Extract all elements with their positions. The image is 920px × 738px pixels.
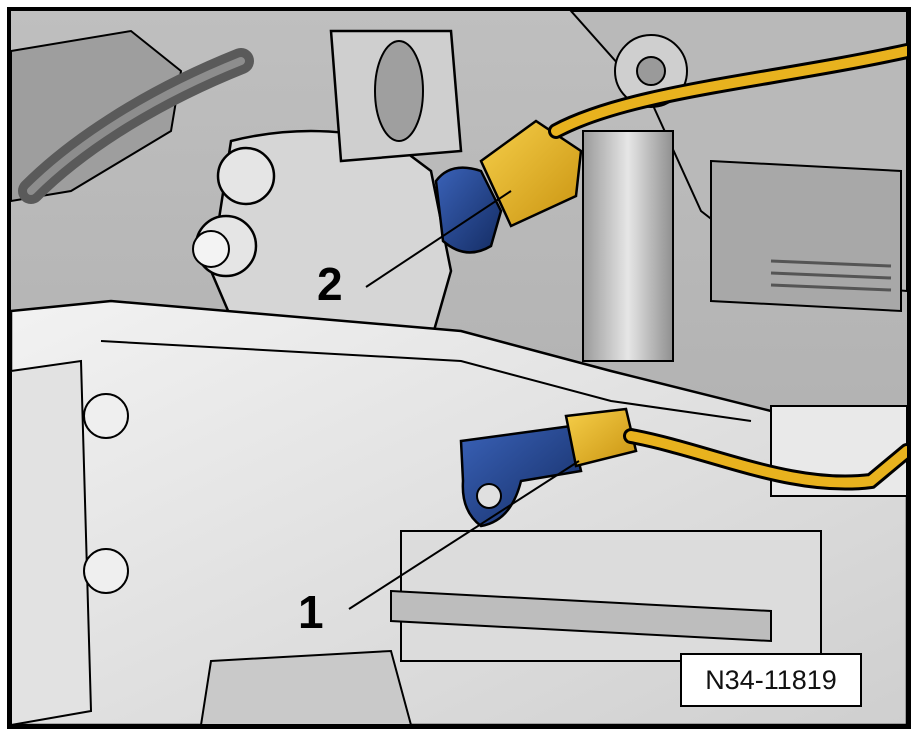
figure-reference-code: N34-11819 <box>680 653 862 707</box>
vertical-pipe <box>582 130 674 362</box>
sensor-1-bolt-hole <box>476 483 502 509</box>
callout-1: 1 <box>298 586 324 638</box>
callout-2: 2 <box>317 258 343 310</box>
gearbox-illustration <box>11 11 907 725</box>
flange-bolt-upper <box>83 393 129 439</box>
casting-left-flange <box>11 359 93 725</box>
casting-ridge <box>100 340 752 422</box>
flange-bolt-lower <box>83 548 129 594</box>
left-boss-lower-face <box>192 230 230 268</box>
sensor-1-wire-fill <box>626 431 907 488</box>
sensor-2-wire-fill <box>551 46 907 136</box>
left-boss-upper <box>216 146 276 206</box>
sensor-1-connector <box>564 407 638 468</box>
upper-left-hose-highlight <box>27 57 245 195</box>
lower-bracket <box>199 649 413 725</box>
casting-rib <box>390 589 772 643</box>
sensor-2-body <box>434 166 503 254</box>
ribbed-housing <box>710 159 902 313</box>
callout-2-leader <box>365 190 512 288</box>
mount-neck-slot <box>374 40 424 142</box>
ribbed-housing-lines <box>770 259 892 292</box>
figure-frame: 2 1 N34-11819 <box>7 7 911 729</box>
callout-1-leader <box>348 460 580 610</box>
sensor-2-connector <box>479 119 583 228</box>
upper-right-boss-inner <box>636 56 666 86</box>
